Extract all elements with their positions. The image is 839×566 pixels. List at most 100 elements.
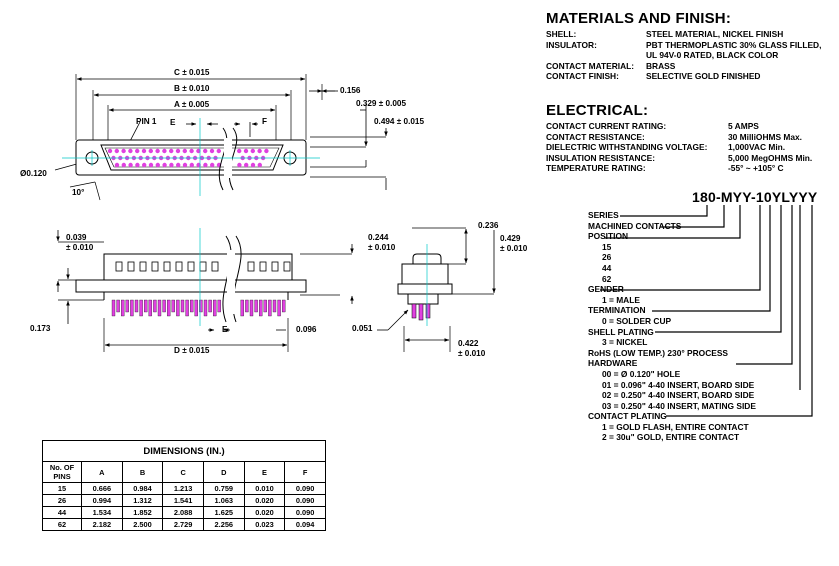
dimensions-cell: 0.094: [284, 518, 326, 531]
solder-cup-pin: [249, 299, 254, 317]
a-dimension-label: A ± 0.005: [174, 100, 210, 109]
electrical-value: -55° ~ +105° C: [728, 163, 784, 174]
dimensions-cell: 0.090: [284, 494, 326, 507]
part-number-line: TERMINATION: [588, 305, 646, 316]
part-number-line: 1 = GOLD FLASH, ENTIRE CONTACT: [602, 421, 749, 432]
solder-cup-pin: [111, 299, 116, 317]
dim-0494-label: 0.494 ± 0.015: [374, 117, 425, 126]
solder-cup-pin: [268, 299, 272, 317]
contact-dot: [209, 148, 215, 154]
contact-window: [175, 261, 183, 272]
contact-dot: [243, 148, 249, 154]
materials-key: [546, 50, 646, 61]
contact-dot: [141, 148, 147, 154]
contact-dot: [189, 148, 194, 154]
dimensions-header-cell: E: [243, 461, 286, 483]
dimensions-table-title: DIMENSIONS (IN.): [42, 440, 326, 462]
solder-cup-pin: [203, 299, 208, 317]
dimensions-cell: 62: [42, 518, 82, 531]
solder-cup-pin: [213, 299, 217, 317]
part-number-line: 00 = Ø 0.120" HOLE: [602, 368, 681, 379]
contact-dot: [169, 162, 174, 168]
contact-window: [259, 261, 267, 272]
materials-value: BRASS: [646, 60, 676, 71]
part-number-line: MACHINED CONTACTS: [588, 220, 682, 231]
solder-cup-pin: [176, 299, 180, 317]
solder-cup-pin: [259, 299, 263, 317]
electrical-row: CONTACT RESISTANCE:30 MilliOHMS Max.: [546, 132, 812, 143]
electrical-section: ELECTRICAL: CONTACT CURRENT RATING:5 AMP…: [546, 102, 812, 174]
solder-cup-pin: [254, 299, 258, 313]
f-top-label: F: [262, 117, 268, 126]
dimensions-cell: 0.010: [243, 482, 286, 495]
contact-dot: [176, 162, 181, 168]
contact-dot: [216, 148, 221, 154]
solder-cup-pin: [121, 299, 125, 317]
c-dimension-label: C ± 0.015: [174, 68, 210, 77]
contact-window: [163, 261, 171, 272]
dimensions-header-cell: D: [202, 461, 245, 483]
dimensions-cell: 2.088: [162, 506, 204, 519]
contact-dot: [244, 162, 249, 168]
solder-cup-pin: [130, 299, 134, 317]
dim-0244-tol-label: ± 0.010: [368, 243, 396, 252]
dimensions-cell: 26: [42, 494, 82, 507]
solder-cup-pin: [240, 299, 244, 317]
dimensions-cell: 1.534: [81, 506, 123, 519]
part-number-line: CONTACT PLATING: [588, 411, 667, 422]
materials-row: INSULATOR:PBT THERMOPLASTIC 30% GLASS FI…: [546, 40, 821, 51]
dimensions-cell: 44: [42, 506, 82, 519]
contact-dot: [257, 148, 262, 154]
solder-cup-pin: [194, 299, 198, 317]
contact-window: [271, 261, 279, 272]
dimensions-cell: 0.020: [243, 494, 286, 507]
solder-cup-pin: [185, 299, 189, 317]
front-view-windows: [115, 261, 291, 272]
dim-0429-tol-label: ± 0.010: [500, 244, 528, 253]
materials-value: SELECTIVE GOLD FINISHED: [646, 71, 761, 82]
contact-dot: [250, 162, 256, 168]
top-view: [54, 74, 388, 201]
solder-cup-pin: [157, 299, 162, 317]
contact-dot: [182, 148, 187, 154]
part-number-line: RoHS (LOW TEMP.) 230° PROCESS: [588, 347, 729, 358]
solder-cup-pin: [245, 299, 249, 313]
contact-dot: [175, 148, 181, 154]
dim-0329-label: 0.329 ± 0.005: [356, 99, 407, 108]
contact-dot: [114, 148, 120, 154]
solder-cup-pin: [282, 299, 286, 313]
dimensions-cell: 1.213: [162, 482, 204, 495]
materials-value: STEEL MATERIAL, NICKEL FINISH: [646, 29, 784, 39]
dim-0051-label: 0.051: [352, 324, 373, 333]
dimensions-cell: 1.541: [162, 494, 204, 507]
contact-window: [199, 261, 207, 272]
contact-dot: [196, 148, 201, 154]
materials-key: CONTACT MATERIAL:: [546, 60, 635, 71]
part-number-leaders: [600, 205, 813, 417]
part-number-line: 02 = 0.250" 4-40 INSERT, BOARD SIDE: [602, 390, 755, 401]
electrical-row: INSULATION RESISTANCE:5,000 MegOHMS Min.: [546, 153, 812, 164]
dimensions-cell: 2.500: [121, 518, 164, 531]
contact-dot: [264, 148, 269, 154]
solder-cup-pin: [116, 299, 120, 313]
dim-0422-label: 0.422: [458, 339, 479, 348]
e-top-label: E: [170, 118, 176, 127]
d-dimension-label: D ± 0.015: [174, 346, 210, 355]
part-number-line: 03 = 0.250" 4-40 INSERT, MATING SIDE: [602, 400, 756, 411]
contact-dot: [162, 148, 167, 154]
contact-dot: [237, 148, 242, 154]
b-dimension-label: B ± 0.010: [174, 84, 210, 93]
part-number-line: 3 = NICKEL: [602, 337, 648, 348]
electrical-value: 5 AMPS: [728, 121, 759, 131]
solder-cup-pin: [139, 299, 143, 317]
dim-0429-label: 0.429: [500, 234, 521, 243]
electrical-heading: ELECTRICAL:: [546, 102, 649, 119]
contact-window: [127, 261, 135, 272]
angle-label: 10°: [72, 188, 85, 197]
